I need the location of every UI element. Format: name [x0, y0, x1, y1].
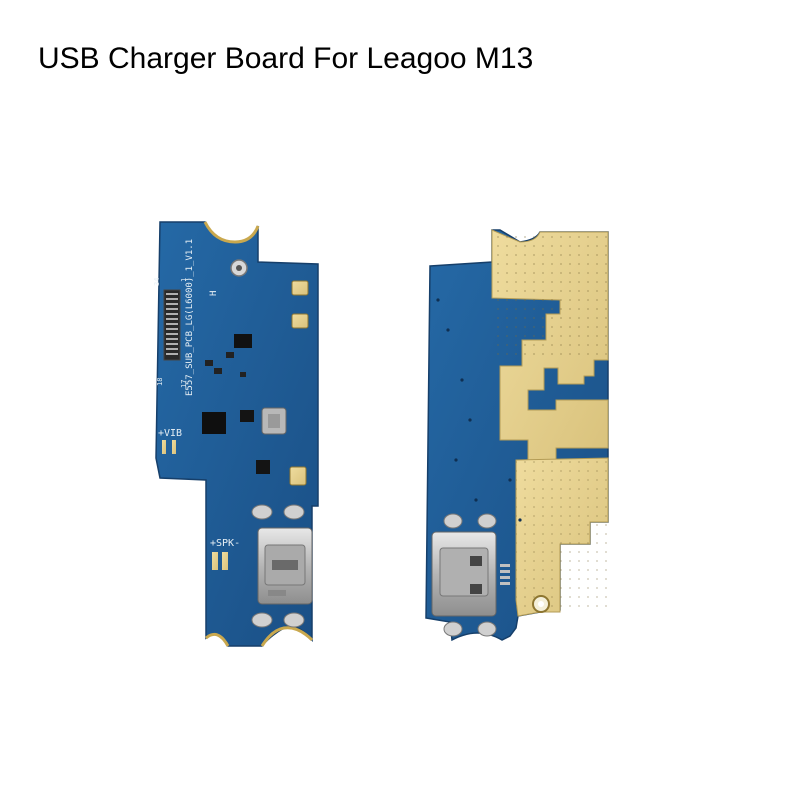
vib-label: +VIB: [158, 428, 182, 439]
model-silkscreen: E557_SUB_PCB_LG(L6000)_1_V1.1: [185, 239, 195, 396]
ic-chip: [234, 334, 252, 348]
pin-label-34: 34: [153, 278, 161, 286]
usb-connector-front: [251, 504, 313, 628]
front-board: E557_SUB_PCB_LG(L6000)_1_V1.1 +VIB +SPK-…: [153, 221, 319, 647]
spk-label: +SPK-: [210, 538, 240, 549]
page-title: USB Charger Board For Leagoo M13: [38, 42, 534, 75]
usb-connector-back: [431, 513, 510, 637]
pin-label-18: 18: [156, 378, 164, 386]
marker-h: H: [209, 291, 219, 296]
back-board: [425, 229, 609, 642]
pin-label-1: 1: [180, 278, 188, 282]
pin-label-17: 17: [180, 380, 188, 388]
